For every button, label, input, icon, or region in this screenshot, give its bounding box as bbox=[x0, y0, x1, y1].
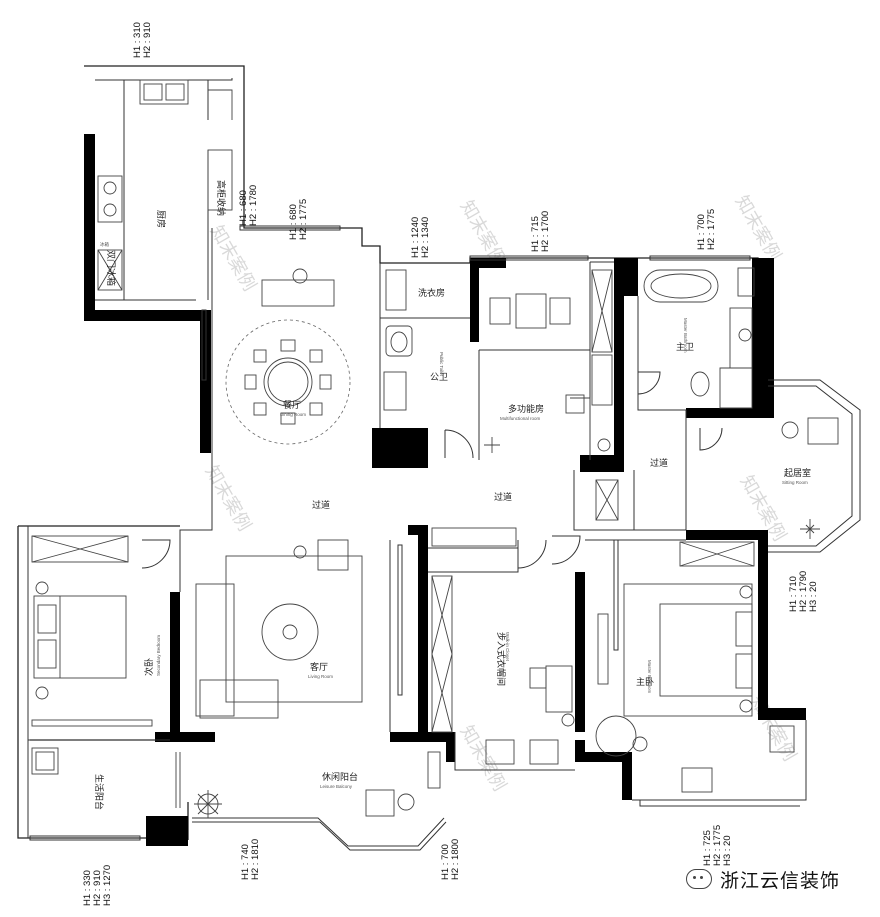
watermark-text: 知末案例 bbox=[201, 462, 255, 535]
room-label-sitting: 起居室 bbox=[784, 467, 811, 478]
room-label-master-bedroom: 主卧 bbox=[636, 676, 654, 687]
room-label-corridor-right: 过道 bbox=[650, 457, 668, 468]
windows bbox=[29, 225, 751, 841]
room-label-walk-in-closet: 步入式衣帽间 bbox=[496, 632, 507, 686]
walls bbox=[84, 134, 806, 846]
room-label-public-bath: 公卫 bbox=[430, 372, 448, 382]
room-label-living: 客厅 bbox=[310, 661, 328, 672]
dining-area bbox=[225, 268, 351, 445]
room-sub-master-bath: Master Bathroom bbox=[683, 318, 688, 353]
dim-balcony-right-2: H2 : 1800 bbox=[450, 839, 461, 880]
kitchen-label-fridge: 冰箱 bbox=[100, 241, 109, 248]
room-label-corridor-main: 过道 bbox=[312, 499, 330, 510]
dim-bath-top-2: H2 : 1340 bbox=[420, 217, 431, 258]
room-label-kitchen: 厨房 bbox=[156, 210, 167, 228]
dim-master-bath-top-1: H1 : 700 bbox=[696, 214, 707, 250]
master-bath bbox=[643, 267, 755, 409]
room-label-leisure-balcony: 休闲阳台 bbox=[322, 771, 358, 782]
kitchen-label-cabinet-b: 双门冰箱 bbox=[106, 250, 117, 286]
room-sub-master-bedroom: Master Bedroom bbox=[647, 660, 652, 694]
dim-dining-top-1: H1 : 680 bbox=[288, 204, 299, 240]
room-sub-leisure-balcony: Leisure Balcony bbox=[320, 784, 353, 789]
balconies bbox=[192, 379, 861, 851]
room-sub-dining: Dining Room bbox=[280, 412, 306, 417]
dim-balcony-mid-1: H1 : 740 bbox=[240, 844, 251, 880]
room-sub-sitting: Sitting Room bbox=[782, 480, 808, 485]
dim-balcony-mid-2: H2 : 1810 bbox=[250, 839, 261, 880]
wechat-icon bbox=[686, 869, 712, 889]
dim-bedroom-right-1: H1 : 710 bbox=[788, 576, 799, 612]
room-label-utility-balcony: 生活阳台 bbox=[94, 774, 105, 810]
brand-badge: 浙江云信装饰 bbox=[686, 866, 840, 892]
dim-dining-top-2: H2 : 1775 bbox=[298, 199, 309, 240]
room-label-second-bedroom: 次卧 bbox=[143, 658, 154, 676]
partitions bbox=[27, 78, 807, 838]
dim-study-top-2: H2 : 1700 bbox=[540, 211, 551, 252]
room-label-washroom: 洗衣房 bbox=[418, 287, 445, 298]
public-bath bbox=[383, 269, 413, 411]
room-sub-second-bedroom: Secondary Bedroom bbox=[156, 635, 161, 676]
watermark-text: 知末案例 bbox=[731, 192, 785, 265]
dim-balcony-left-2: H2 : 910 bbox=[92, 870, 103, 906]
corridor-cabinet bbox=[595, 479, 619, 521]
dim-bath-top-1: H1 : 1240 bbox=[410, 217, 421, 258]
room-label-dining: 餐厅 bbox=[283, 399, 301, 410]
room-sub-public-bath: Public Toilet bbox=[439, 352, 444, 377]
brand-name: 浙江云信装饰 bbox=[720, 869, 841, 892]
room-sub-study: Multifunctional room bbox=[500, 416, 541, 421]
dim-bedroom-bottom-1: H1 : 725 bbox=[702, 830, 713, 866]
watermark-text: 知末案例 bbox=[206, 222, 260, 295]
room-label-corridor-mid: 过道 bbox=[494, 491, 512, 502]
room-labels: 厨房 餐厅 Dining Room 过道 客厅 Living Room 公卫 P… bbox=[94, 180, 811, 810]
room-label-master-bath: 主卫 bbox=[676, 341, 694, 352]
dim-kitchen-mid-1: H1 : 680 bbox=[238, 190, 249, 226]
dim-study-top-1: H1 : 715 bbox=[530, 216, 541, 252]
dim-balcony-left-1: H1 : 330 bbox=[82, 870, 93, 906]
room-sub-living: Living Room bbox=[308, 674, 333, 679]
living-area bbox=[194, 539, 441, 818]
watermark-text: 知末案例 bbox=[746, 692, 800, 765]
dim-balcony-left-3: H3 : 1270 bbox=[102, 865, 113, 906]
dim-kitchen-top-1: H1 : 310 bbox=[132, 22, 143, 58]
study-room bbox=[484, 269, 613, 460]
room-label-study: 多功能房 bbox=[508, 403, 544, 414]
kitchen bbox=[97, 79, 233, 291]
dim-kitchen-mid-2: H2 : 1780 bbox=[248, 185, 259, 226]
dim-balcony-right-1: H1 : 700 bbox=[440, 844, 451, 880]
doors bbox=[141, 371, 723, 569]
dim-kitchen-top-2: H2 : 910 bbox=[142, 22, 153, 58]
dim-master-bath-top-2: H2 : 1775 bbox=[706, 209, 717, 250]
room-sub-walk-in-closet: Walk-in Closet bbox=[505, 632, 510, 662]
dim-bedroom-bottom-2: H2 : 1775 bbox=[712, 825, 723, 866]
dim-bedroom-right-3: H3 : 20 bbox=[808, 581, 819, 612]
utility-balcony bbox=[31, 747, 181, 808]
dim-bedroom-right-2: H2 : 1790 bbox=[798, 571, 809, 612]
sitting-room bbox=[781, 417, 839, 539]
dim-bedroom-bottom-3: H3 : 20 bbox=[722, 835, 733, 866]
master-bedroom bbox=[595, 541, 795, 793]
watermark-text: 知末案例 bbox=[456, 722, 510, 795]
dimension-labels: H1 : 310 H2 : 910 H1 : 680 H2 : 1780 H1 … bbox=[82, 22, 819, 906]
kitchen-label-cabinet-a: 高柜收纳 bbox=[216, 180, 227, 216]
walk-in-closet bbox=[431, 527, 575, 765]
secondary-bedroom bbox=[31, 535, 153, 727]
